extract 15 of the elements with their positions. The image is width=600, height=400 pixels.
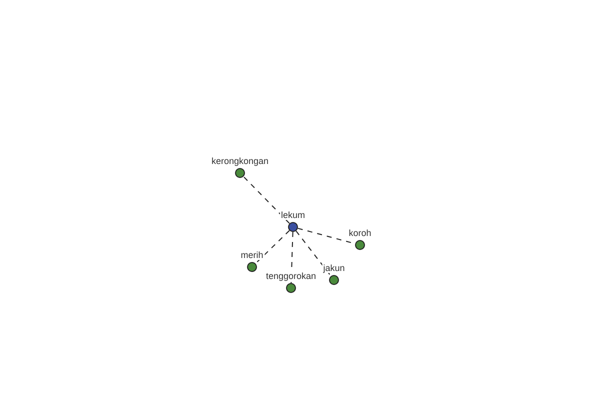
node-circle bbox=[286, 283, 296, 293]
node-label: lekum bbox=[280, 210, 306, 220]
node-label: koroh bbox=[348, 228, 372, 238]
node-label: jakun bbox=[322, 263, 346, 273]
node-circle bbox=[235, 168, 245, 178]
dashed-connector bbox=[255, 230, 290, 264]
dashed-connector bbox=[296, 230, 332, 277]
node-label: merih bbox=[240, 250, 264, 260]
node-label: tenggorokan bbox=[264, 271, 318, 281]
node-circle bbox=[288, 222, 298, 232]
dashed-connector bbox=[243, 176, 290, 224]
node-circle bbox=[355, 240, 365, 250]
node-label: kerongkongan bbox=[210, 156, 270, 166]
node-circle bbox=[247, 262, 257, 272]
node-circle bbox=[329, 275, 339, 285]
